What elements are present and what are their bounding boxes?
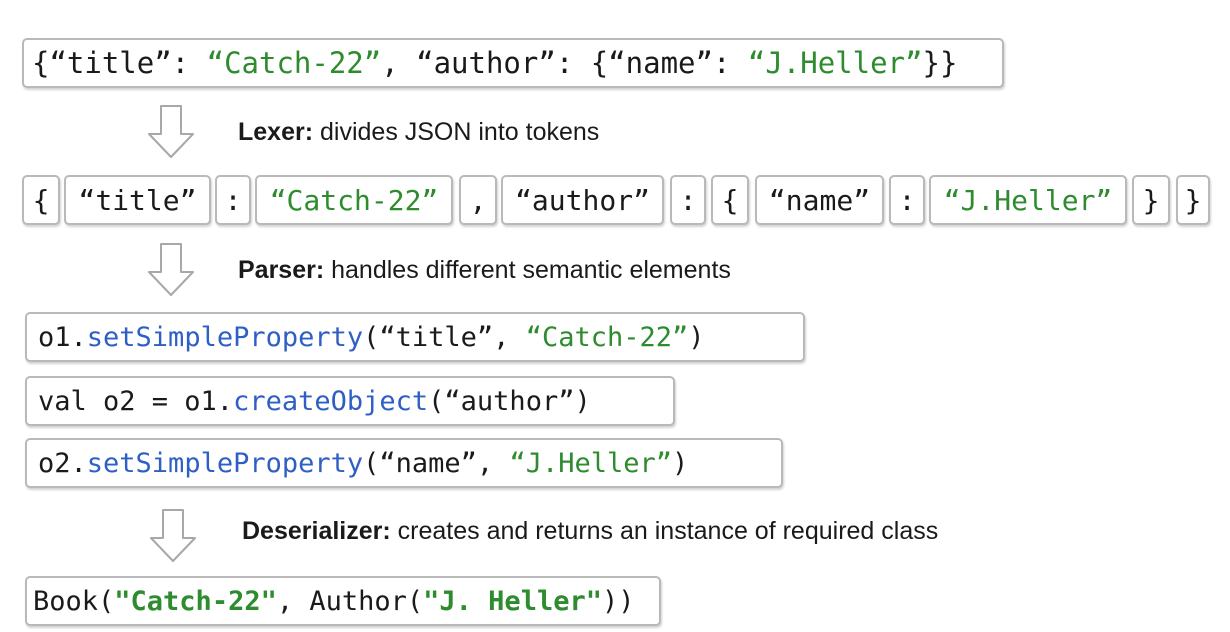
json-text: }} bbox=[922, 46, 958, 80]
token: : bbox=[889, 175, 925, 225]
token: “author” bbox=[501, 175, 664, 225]
token: { bbox=[711, 175, 749, 225]
result-string-value: "Catch-22" bbox=[114, 585, 277, 617]
call-close: ) bbox=[672, 447, 689, 479]
token-text: } bbox=[1142, 183, 1160, 217]
token: “title” bbox=[64, 175, 211, 225]
call-string-value: “Catch-22” bbox=[525, 321, 689, 353]
token: : bbox=[215, 175, 251, 225]
token-text: “Catch-22” bbox=[269, 183, 439, 217]
json-text: {“title”: bbox=[32, 46, 207, 80]
token: { bbox=[22, 175, 60, 225]
token-text: : bbox=[224, 183, 242, 217]
result-box: Book("Catch-22", Author("J. Heller")) bbox=[25, 576, 661, 626]
call-method: setSimpleProperty bbox=[86, 447, 364, 479]
token-text: } bbox=[1184, 183, 1202, 217]
lexer-name: Lexer: bbox=[238, 118, 314, 146]
parser-desc: handles different semantic elements bbox=[324, 256, 731, 284]
token: : bbox=[670, 175, 706, 225]
deserializer-label: Deserializer: creates and returns an ins… bbox=[242, 517, 938, 546]
call-prefix: val o2 = o1. bbox=[38, 385, 234, 417]
lexer-label: Lexer: divides JSON into tokens bbox=[238, 118, 599, 147]
token: , bbox=[459, 175, 497, 225]
call-args: (“title”, bbox=[363, 321, 526, 353]
token: “Catch-22” bbox=[255, 175, 453, 225]
call-close: ) bbox=[688, 321, 705, 353]
result-string-value: "J. Heller" bbox=[423, 585, 602, 617]
parser-call-create-object: val o2 = o1.createObject(“author”) bbox=[25, 376, 675, 426]
json-text: , “author”: {“name”: bbox=[381, 46, 748, 80]
json-string-value: “J.Heller” bbox=[747, 46, 923, 80]
json-input-box: {“title”: “Catch-22”, “author”: {“name”:… bbox=[22, 38, 1004, 88]
token-text: “title” bbox=[78, 183, 197, 217]
token: } bbox=[1132, 175, 1170, 225]
call-string-value: “J.Heller” bbox=[509, 447, 672, 479]
token-text: “name” bbox=[768, 183, 871, 217]
call-method: setSimpleProperty bbox=[86, 321, 364, 353]
result-text: Book( bbox=[33, 585, 115, 617]
deserializer-desc: creates and returns an instance of requi… bbox=[390, 517, 939, 545]
parser-label: Parser: handles different semantic eleme… bbox=[238, 256, 731, 285]
token: “J.Heller” bbox=[929, 175, 1127, 225]
result-text: , Author( bbox=[276, 585, 424, 617]
token-text: { bbox=[721, 183, 739, 217]
call-method: createObject bbox=[233, 385, 429, 417]
token-text: “J.Heller” bbox=[943, 183, 1113, 217]
token-text: { bbox=[32, 183, 50, 217]
call-args: (“name”, bbox=[363, 447, 510, 479]
deserializer-name: Deserializer: bbox=[242, 517, 391, 545]
parser-call-set-title: o1.setSimpleProperty(“title”, “Catch-22”… bbox=[25, 312, 805, 362]
token: “name” bbox=[755, 175, 884, 225]
result-text: )) bbox=[601, 585, 635, 617]
call-object: o2. bbox=[38, 447, 87, 479]
down-arrow-icon bbox=[148, 243, 194, 296]
token-text: : bbox=[679, 183, 697, 217]
parser-call-set-name: o2.setSimpleProperty(“name”, “J.Heller”) bbox=[25, 438, 783, 488]
call-object: o1. bbox=[38, 321, 87, 353]
json-string-value: “Catch-22” bbox=[206, 46, 382, 80]
token: } bbox=[1176, 175, 1210, 225]
down-arrow-icon bbox=[148, 105, 194, 158]
down-arrow-icon bbox=[150, 509, 196, 562]
token-text: , bbox=[469, 183, 487, 217]
lexer-desc: divides JSON into tokens bbox=[313, 118, 600, 146]
parser-name: Parser: bbox=[238, 256, 325, 284]
token-text: “author” bbox=[515, 183, 650, 217]
call-args: (“author”) bbox=[428, 385, 591, 417]
token-text: : bbox=[898, 183, 916, 217]
